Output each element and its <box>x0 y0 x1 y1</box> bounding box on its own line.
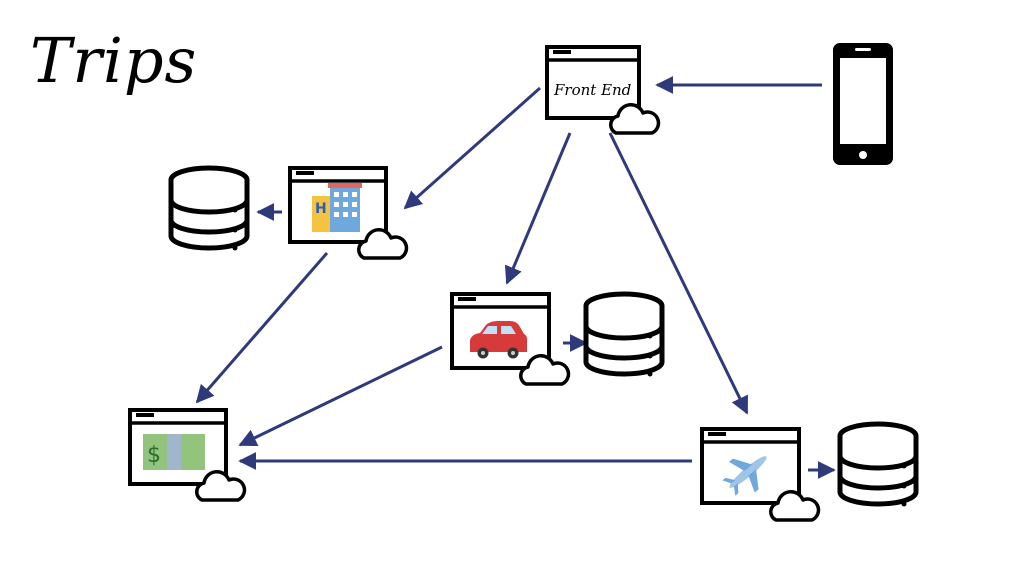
frontend-label: Front End <box>553 81 631 99</box>
arrow-frontend-to-car <box>504 132 572 285</box>
arrow-frontend-to-hotel <box>403 86 541 210</box>
payment-service-node: $ <box>128 408 247 502</box>
flight-database-icon <box>840 424 916 507</box>
flight-service-node <box>700 427 821 522</box>
money-icon: $ <box>143 434 205 470</box>
arrow-car-to-payment <box>238 345 443 447</box>
hotel-database-icon <box>171 168 247 251</box>
hotel-service-node: H <box>288 166 409 260</box>
connectors <box>195 76 836 479</box>
svg-text:$: $ <box>147 443 161 468</box>
car-service-node <box>450 292 571 386</box>
frontend-node: Front End <box>545 45 661 135</box>
hotel-icon: H <box>312 183 362 232</box>
phone-icon <box>833 43 893 165</box>
arrow-frontend-to-flight <box>608 132 749 415</box>
car-icon <box>470 321 528 359</box>
diagram-title: Trips <box>30 24 198 97</box>
svg-text:H: H <box>315 201 327 217</box>
arrow-hotel-to-payment <box>195 252 329 404</box>
airplane-icon <box>722 456 767 496</box>
car-database-icon <box>586 294 662 377</box>
